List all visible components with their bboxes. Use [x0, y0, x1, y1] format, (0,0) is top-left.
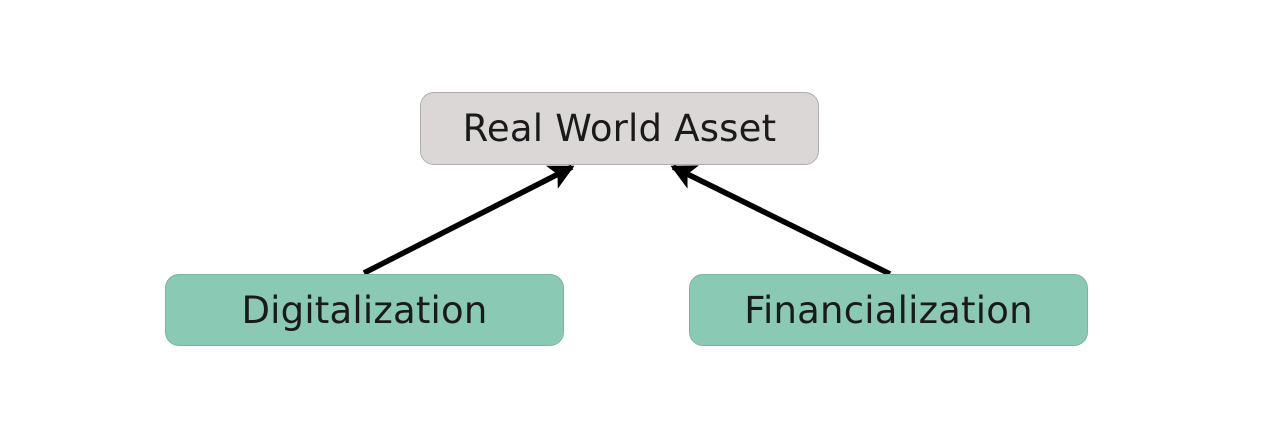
node-financialization[interactable]: Financialization — [689, 274, 1088, 346]
node-real-world-asset[interactable]: Real World Asset — [420, 92, 819, 165]
node-real-world-asset-label: Real World Asset — [462, 107, 777, 150]
edge-digitalization-to-rwa — [362, 164, 575, 276]
node-digitalization-label: Digitalization — [241, 288, 488, 332]
edge-financialization-to-rwa — [670, 164, 892, 277]
node-financialization-label: Financialization — [744, 288, 1033, 332]
node-digitalization[interactable]: Digitalization — [165, 274, 564, 346]
